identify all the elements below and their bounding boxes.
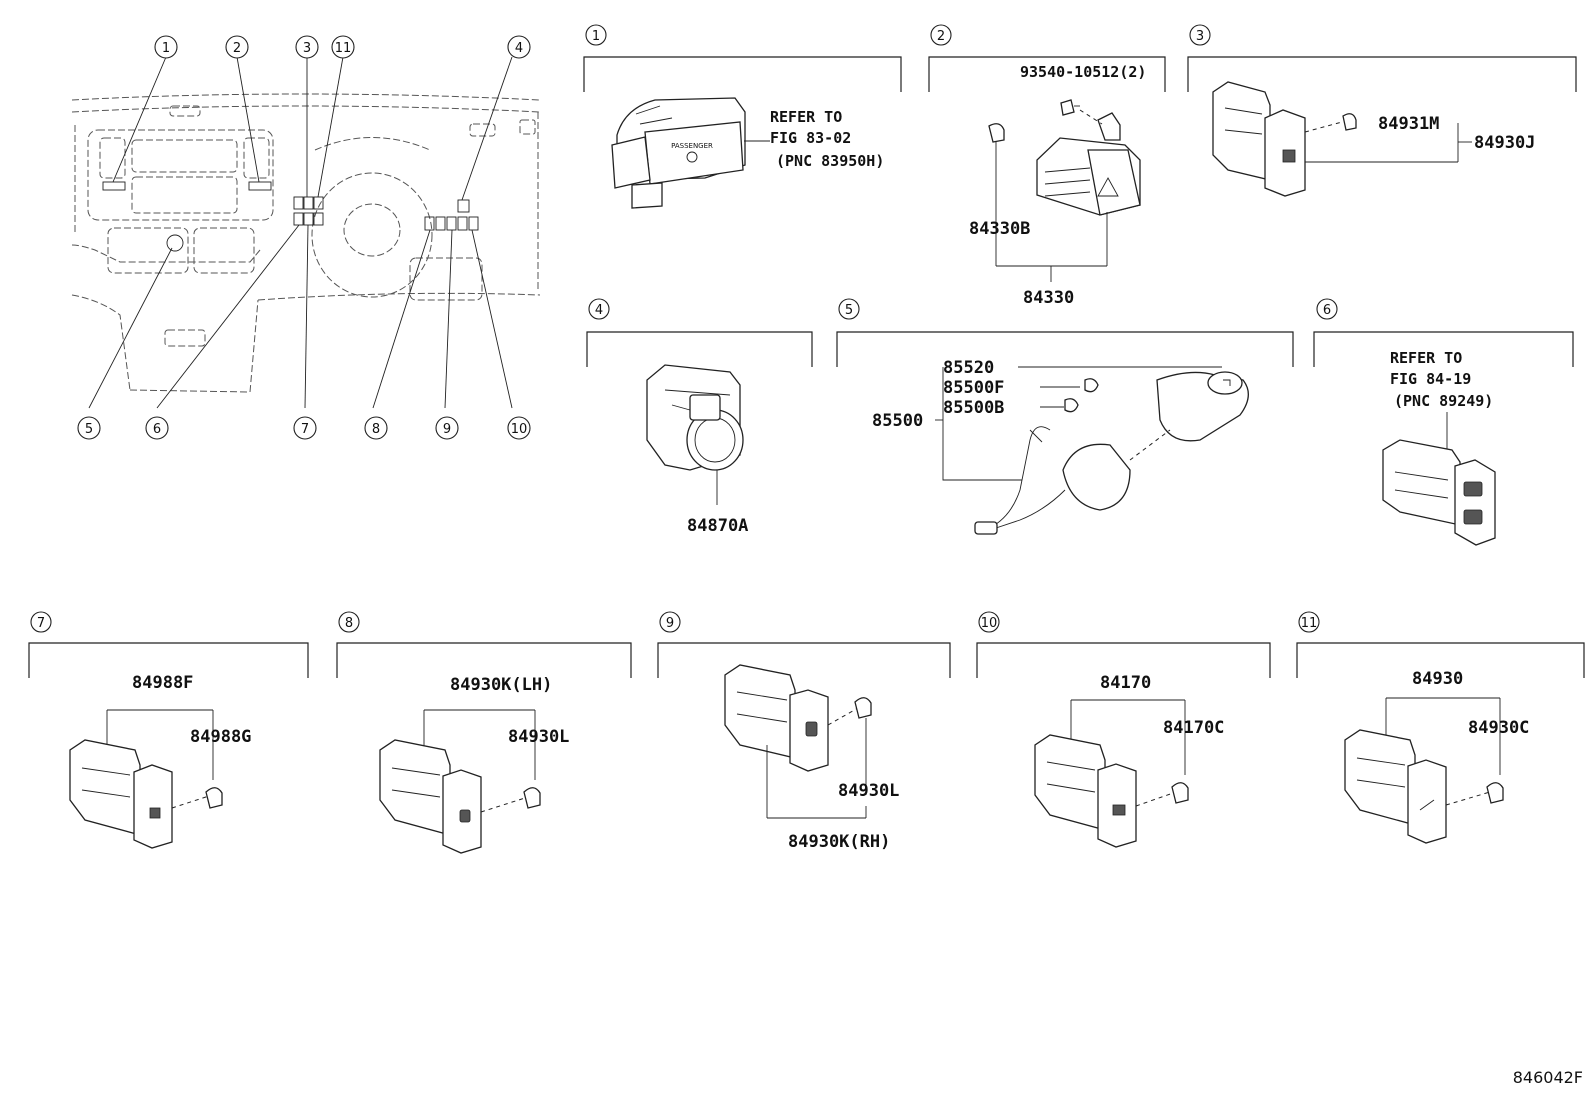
section-8: 8 84930K(LH) 84930L bbox=[336, 611, 632, 854]
svg-text:8: 8 bbox=[372, 422, 380, 437]
svg-text:84930L: 84930L bbox=[838, 781, 899, 801]
svg-text:REFER TO: REFER TO bbox=[770, 108, 842, 126]
dashboard-overview: 1 2 3 11 4 5 6 7 8 9 10 bbox=[71, 35, 541, 440]
svg-text:4: 4 bbox=[515, 41, 523, 56]
svg-text:2: 2 bbox=[937, 29, 945, 44]
overview-callout-2: 2 bbox=[225, 35, 249, 59]
svg-text:7: 7 bbox=[37, 616, 45, 631]
svg-text:8: 8 bbox=[345, 616, 353, 631]
overview-callout-9: 9 bbox=[435, 416, 459, 440]
bulb-84931m bbox=[1342, 113, 1357, 131]
svg-text:5: 5 bbox=[845, 303, 853, 318]
bulb-84930l-a bbox=[523, 787, 541, 809]
svg-text:84870A: 84870A bbox=[687, 516, 748, 536]
svg-text:84930K(RH): 84930K(RH) bbox=[788, 832, 890, 852]
svg-text:7: 7 bbox=[301, 422, 309, 437]
overview-callout-5: 5 bbox=[77, 416, 101, 440]
svg-text:6: 6 bbox=[1323, 303, 1331, 318]
overview-callout-7: 7 bbox=[293, 416, 317, 440]
cigarette-lighter bbox=[974, 371, 1249, 535]
switch-84170 bbox=[1034, 734, 1137, 848]
svg-text:84988G: 84988G bbox=[190, 727, 251, 747]
switch-84988f bbox=[69, 739, 173, 849]
bulb-84988g bbox=[205, 787, 223, 809]
svg-text:85520: 85520 bbox=[943, 358, 994, 378]
section-7: 7 84988F 84988G bbox=[28, 611, 309, 849]
switch-84930k-rh bbox=[724, 664, 829, 772]
svg-text:84170: 84170 bbox=[1100, 673, 1151, 693]
svg-text:FIG 84-19: FIG 84-19 bbox=[1390, 370, 1471, 388]
overview-callout-4: 4 bbox=[507, 35, 531, 59]
svg-text:(PNC 83950H): (PNC 83950H) bbox=[776, 152, 884, 170]
svg-text:10: 10 bbox=[511, 422, 528, 437]
overview-callout-11: 11 bbox=[331, 35, 355, 59]
svg-text:(PNC 89249): (PNC 89249) bbox=[1394, 392, 1493, 410]
bulb-84930l-b bbox=[854, 697, 872, 719]
switch-84930 bbox=[1344, 729, 1447, 844]
overview-callout-6: 6 bbox=[145, 416, 169, 440]
bulb-84330b bbox=[988, 123, 1005, 143]
section-3: 3 84931M 84930J bbox=[1187, 24, 1577, 197]
switch-84930j bbox=[1212, 81, 1306, 197]
svg-text:3: 3 bbox=[303, 41, 311, 56]
bulb-84170c bbox=[1171, 782, 1189, 804]
svg-text:11: 11 bbox=[335, 41, 352, 56]
section-1: 1 PASSENGER REFER TO FIG 83-02 (PNC 8395… bbox=[583, 24, 902, 209]
svg-text:85500B: 85500B bbox=[943, 398, 1004, 418]
section-4: 4 84870A bbox=[586, 298, 813, 536]
svg-text:84330: 84330 bbox=[1023, 288, 1074, 308]
switch-84930k-lh bbox=[379, 739, 482, 854]
svg-text:4: 4 bbox=[595, 303, 603, 318]
svg-text:10: 10 bbox=[981, 616, 998, 631]
section-2: 2 93540-10512(2) 84330B 84330 bbox=[928, 24, 1166, 308]
svg-text:84930K(LH): 84930K(LH) bbox=[450, 675, 552, 695]
svg-text:84330B: 84330B bbox=[969, 219, 1030, 239]
screw-93540 bbox=[1060, 99, 1080, 116]
svg-text:85500F: 85500F bbox=[943, 378, 1004, 398]
svg-text:84930C: 84930C bbox=[1468, 718, 1529, 738]
svg-text:84170C: 84170C bbox=[1163, 718, 1224, 738]
section-10: 10 84170 84170C bbox=[976, 611, 1271, 848]
svg-text:3: 3 bbox=[1196, 29, 1204, 44]
section-6: 6 REFER TO FIG 84-19 (PNC 89249) bbox=[1313, 298, 1574, 546]
svg-text:93540-10512(2): 93540-10512(2) bbox=[1020, 63, 1146, 81]
switch-84870a bbox=[646, 364, 744, 471]
figure-code: 846042F bbox=[1513, 1068, 1583, 1087]
svg-text:84988F: 84988F bbox=[132, 673, 193, 693]
svg-text:PASSENGER: PASSENGER bbox=[671, 142, 713, 150]
svg-text:85500: 85500 bbox=[872, 411, 923, 431]
svg-text:9: 9 bbox=[443, 422, 451, 437]
bulb-84930c bbox=[1486, 782, 1504, 804]
svg-text:84931M: 84931M bbox=[1378, 114, 1439, 134]
svg-text:84930: 84930 bbox=[1412, 669, 1463, 689]
switch-cluster-right bbox=[424, 199, 479, 231]
switch-cluster-left bbox=[293, 196, 324, 226]
overview-callout-8: 8 bbox=[364, 416, 388, 440]
svg-text:1: 1 bbox=[162, 41, 170, 56]
passenger-airbag-indicator: PASSENGER bbox=[611, 97, 746, 209]
svg-text:84930L: 84930L bbox=[508, 727, 569, 747]
svg-text:11: 11 bbox=[1301, 616, 1318, 631]
section-5: 5 85520 85500F 85500B 85500 bbox=[836, 298, 1294, 535]
overview-callout-10: 10 bbox=[507, 416, 531, 440]
svg-text:5: 5 bbox=[85, 422, 93, 437]
switch-89249 bbox=[1382, 439, 1496, 546]
overview-callout-3: 3 bbox=[295, 35, 319, 59]
section-9: 9 84930L 84930K(RH) bbox=[657, 611, 951, 852]
hazard-switch bbox=[1036, 112, 1141, 216]
svg-text:84930J: 84930J bbox=[1474, 133, 1535, 153]
overview-callout-1: 1 bbox=[154, 35, 178, 59]
section-11: 11 84930 84930C bbox=[1296, 611, 1585, 844]
svg-text:FIG 83-02: FIG 83-02 bbox=[770, 129, 851, 147]
svg-text:2: 2 bbox=[233, 41, 241, 56]
svg-text:6: 6 bbox=[153, 422, 161, 437]
svg-text:1: 1 bbox=[592, 29, 600, 44]
svg-text:REFER TO: REFER TO bbox=[1390, 349, 1462, 367]
svg-text:9: 9 bbox=[666, 616, 674, 631]
